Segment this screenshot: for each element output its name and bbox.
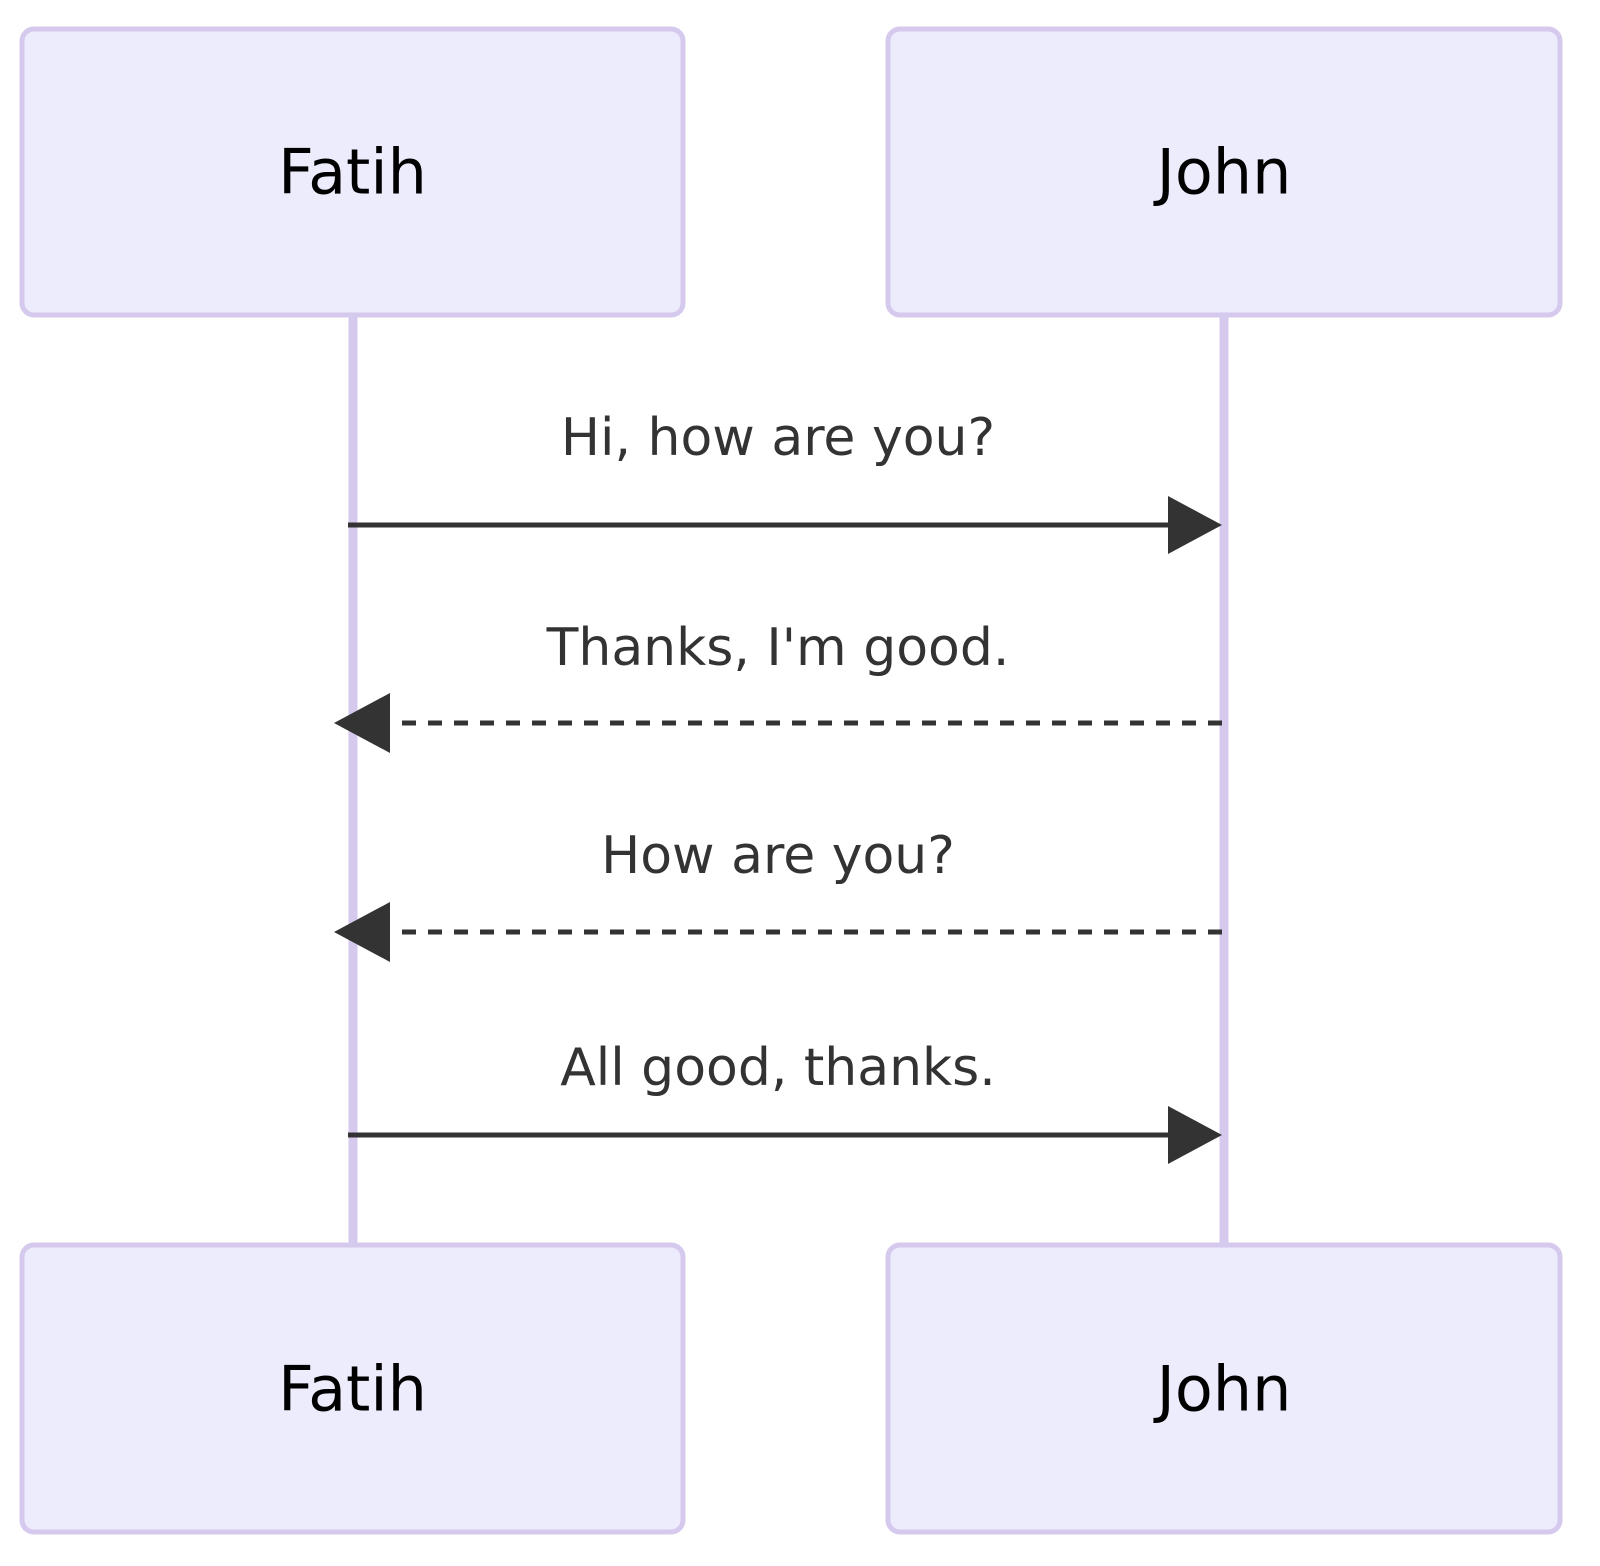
actor-label-bottom-john: John — [1153, 1353, 1292, 1426]
actor-label-bottom-fatih: Fatih — [278, 1353, 427, 1426]
message-arrowhead-1 — [1168, 496, 1222, 554]
actor-label-top-fatih: Fatih — [278, 136, 427, 209]
actor-bottom-john[interactable]: John — [885, 1242, 1563, 1535]
message-arrowhead-4 — [1168, 1106, 1222, 1164]
actor-box-top-fatih[interactable] — [19, 26, 686, 318]
message-label-3: How are you? — [601, 826, 955, 886]
actor-box-top-john[interactable] — [885, 26, 1563, 318]
message-label-4: All good, thanks. — [560, 1038, 996, 1098]
actor-box-bottom-john[interactable] — [885, 1242, 1563, 1535]
actor-label-top-john: John — [1153, 136, 1292, 209]
actor-top-john[interactable]: John — [885, 26, 1563, 318]
actor-top-fatih[interactable]: Fatih — [19, 26, 686, 318]
message-label-2: Thanks, I'm good. — [546, 618, 1010, 678]
message-label-1: Hi, how are you? — [561, 408, 995, 468]
message-arrowhead-2 — [334, 693, 390, 753]
message-2[interactable]: Thanks, I'm good. — [334, 618, 1222, 753]
message-arrowhead-3 — [334, 902, 390, 962]
message-4[interactable]: All good, thanks. — [348, 1038, 1222, 1164]
message-1[interactable]: Hi, how are you? — [348, 408, 1222, 554]
actor-box-bottom-fatih[interactable] — [19, 1242, 686, 1535]
message-3[interactable]: How are you? — [334, 826, 1222, 962]
actor-bottom-fatih[interactable]: Fatih — [19, 1242, 686, 1535]
